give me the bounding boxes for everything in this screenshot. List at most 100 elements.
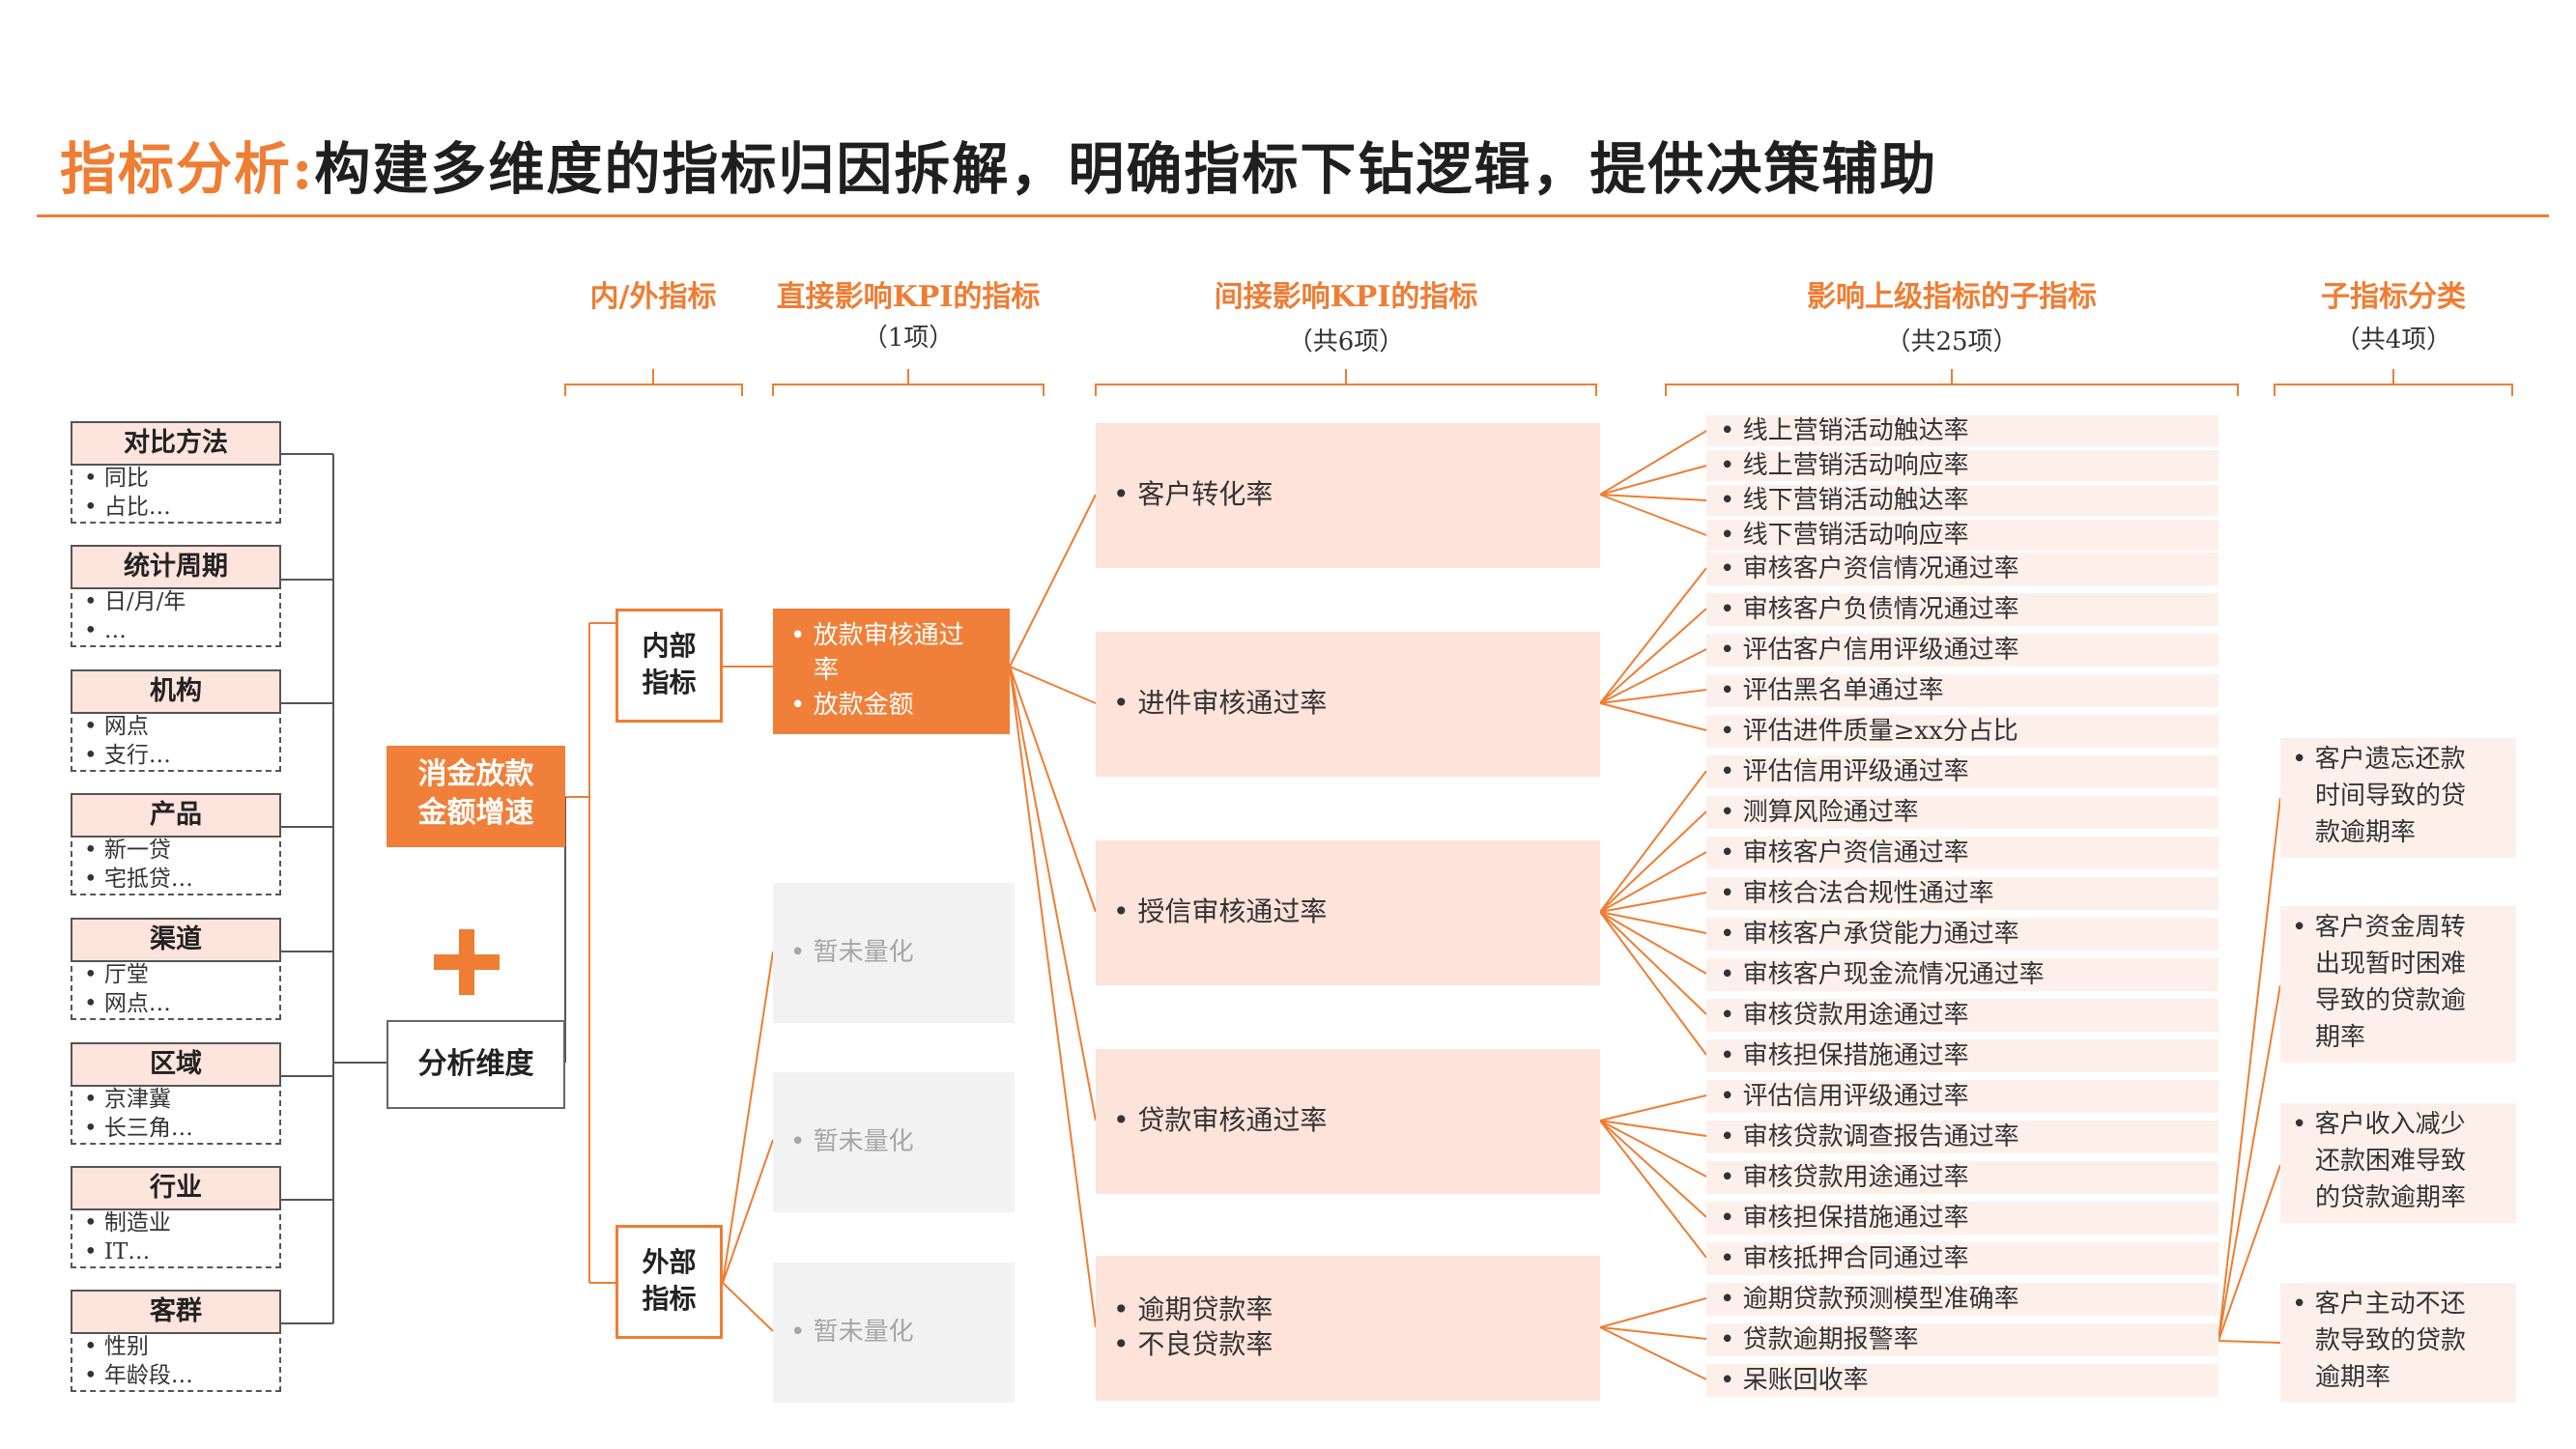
external-line1: 外部 [642, 1246, 697, 1278]
dimension-title: 机构 [71, 669, 281, 714]
unquantified-label: • 暂未量化 [790, 1127, 914, 1156]
dimension-title: 产品 [71, 793, 281, 838]
indirect-indicator-box: • 客户转化率 [1096, 423, 1600, 568]
subindicator-row: • 审核担保措施通过率 [1706, 1202, 2218, 1235]
column-head-direct: 直接影响KPI的指标 [776, 280, 1041, 314]
page-title: 指标分析:构建多维度的指标归因拆解，明确指标下钻逻辑，提供决策辅助 [60, 124, 1937, 205]
dimension-title: 渠道 [71, 918, 281, 962]
unquantified-box: • 暂未量化 [773, 1072, 1015, 1212]
column-head-subindicators: 影响上级指标的子指标 [1807, 280, 2097, 314]
analysis-dimension-label: 分析维度 [417, 1047, 534, 1081]
subindicator-row: • 审核贷款用途通过率 [1706, 999, 2218, 1032]
dimension-title: 行业 [71, 1166, 281, 1210]
line-sub-categories [2218, 797, 2281, 1344]
title-accent: 指标分析: [60, 136, 315, 202]
indirect-label: • 进件审核通过率 [1113, 687, 1328, 719]
internal-line1: 内部 [642, 630, 697, 662]
dimension-region: 区域 • 京津冀 • 长三角… [71, 1042, 281, 1145]
indirect-indicator-box: • 进件审核通过率 [1096, 632, 1600, 777]
direct-item1: • 放款审核通过 [790, 621, 964, 650]
column-sub-categories: （共4项） [2334, 326, 2452, 355]
dimension-item: • 网点… [84, 991, 171, 1016]
unquantified-box: • 暂未量化 [773, 883, 1015, 1023]
subindicator-row: • 审核抵押合同通过率 [1706, 1242, 2218, 1275]
dimension-title: 客群 [71, 1290, 281, 1334]
dimension-period: 统计周期 • 日/月/年 • … [71, 545, 281, 647]
dimension-channel: 渠道 • 厅堂 • 网点… [71, 918, 281, 1020]
subindicator-row: • 审核客户负债情况通过率 [1706, 593, 2218, 626]
subindicator-row: • 评估黑名单通过率 [1706, 674, 2218, 707]
dimension-item: • 京津冀 [84, 1087, 171, 1112]
category-box: • 客户主动不还 款导致的贷款 逾期率 [2280, 1283, 2516, 1403]
subindicator-row: • 贷款逾期报警率 [1706, 1323, 2218, 1356]
analysis-dimension-box: 分析维度 [386, 1020, 565, 1109]
subindicator-row: • 评估信用评级通过率 [1706, 755, 2218, 788]
dimension-product: 产品 • 新一贷 • 宅抵贷… [71, 793, 281, 895]
column-sub-direct: （1项） [862, 324, 955, 353]
title-text: 构建多维度的指标归因拆解，明确指标下钻逻辑，提供决策辅助 [314, 136, 1938, 202]
indirect-label: • 客户转化率 [1113, 478, 1274, 510]
line-direct-indirect [1009, 494, 1097, 1328]
external-indicator-box: 外部 指标 [615, 1225, 723, 1339]
subindicator-row: • 审核客户资信情况通过率 [1706, 553, 2218, 585]
subindicator-row: • 评估进件质量≥xx分占比 [1706, 715, 2218, 748]
dimension-branches [280, 453, 333, 1324]
external-line2: 指标 [642, 1283, 697, 1315]
subindicator-row: • 线上营销活动触达率 [1706, 415, 2218, 446]
dimension-item: • 新一贷 [84, 838, 171, 863]
subindicator-row: • 审核合法合规性通过率 [1706, 877, 2218, 910]
column-head-categories: 子指标分类 [2321, 280, 2466, 314]
title-underline [37, 214, 2549, 217]
indirect-label: • 不良贷款率 [1113, 1328, 1274, 1360]
bracket-col4 [1665, 369, 2239, 396]
subindicator-row: • 审核客户现金流情况通过率 [1706, 958, 2218, 991]
internal-indicator-box: 内部 指标 [615, 609, 723, 723]
line-indirect5-sub [1599, 1297, 1707, 1380]
dimension-institution: 机构 • 网点 • 支行… [71, 669, 281, 772]
line-indirect2-sub [1599, 567, 1707, 731]
direct-indicator-box: • 放款审核通过 率 • 放款金额 [773, 609, 1010, 734]
indirect-label: • 授信审核通过率 [1113, 895, 1328, 927]
column-head-internal-external: 内/外指标 [589, 280, 717, 314]
subindicator-row: • 线上营销活动响应率 [1706, 450, 2218, 481]
indirect-label: • 贷款审核通过率 [1113, 1104, 1328, 1136]
line-indirect3-sub [1599, 770, 1707, 1056]
dimension-item: • 网点 [84, 714, 149, 739]
line-indirect1-sub [1599, 430, 1707, 536]
dimension-item: • 支行… [84, 743, 171, 768]
direct-item2: • 放款金额 [790, 691, 914, 720]
dimension-item: • … [84, 618, 127, 643]
bracket-col5 [2274, 369, 2513, 396]
category-box: • 客户资金周转 出现暂时困难 导致的贷款逾 期率 [2280, 906, 2516, 1063]
unquantified-label: • 暂未量化 [790, 1318, 914, 1347]
column-sub-indirect: （共6项） [1287, 327, 1405, 356]
subindicator-row: • 评估客户信用评级通过率 [1706, 634, 2218, 667]
bracket-col1 [564, 369, 743, 396]
bracket-col3 [1095, 369, 1597, 396]
kpi-line2: 金额增速 [417, 796, 534, 830]
dimension-industry: 行业 • 制造业 • IT… [71, 1166, 281, 1268]
dimension-item: • IT… [84, 1239, 151, 1264]
dimension-customer-group: 客群 • 性别 • 年龄段… [71, 1290, 281, 1392]
column-head-indirect: 间接影响KPI的指标 [1214, 280, 1478, 314]
subindicator-row: • 逾期贷款预测模型准确率 [1706, 1283, 2218, 1316]
internal-external-bracket [565, 622, 615, 1284]
subindicator-row: • 审核贷款用途通过率 [1706, 1161, 2218, 1194]
unquantified-label: • 暂未量化 [790, 938, 914, 967]
dimension-item: • 同比 [84, 466, 149, 491]
dimension-title: 对比方法 [71, 421, 281, 466]
subindicator-row: • 审核担保措施通过率 [1706, 1039, 2218, 1072]
dimension-item: • 占比… [84, 495, 171, 520]
subindicator-row: • 测算风险通过率 [1706, 796, 2218, 829]
subindicator-row: • 呆账回收率 [1706, 1364, 2218, 1397]
dimension-item: • 厅堂 [84, 962, 149, 987]
dimension-item: • 日/月/年 [84, 589, 186, 614]
direct-item1-cont: 率 [814, 656, 840, 685]
dimension-trunk [332, 454, 386, 1323]
kpi-box: 消金放款 金额增速 [386, 746, 565, 847]
indirect-indicator-box: • 逾期贷款率 • 不良贷款率 [1096, 1256, 1600, 1401]
subindicator-row: • 审核客户资信通过率 [1706, 837, 2218, 869]
unquantified-box: • 暂未量化 [773, 1263, 1015, 1403]
indirect-indicator-box: • 授信审核通过率 [1096, 840, 1600, 985]
internal-line2: 指标 [642, 667, 697, 698]
